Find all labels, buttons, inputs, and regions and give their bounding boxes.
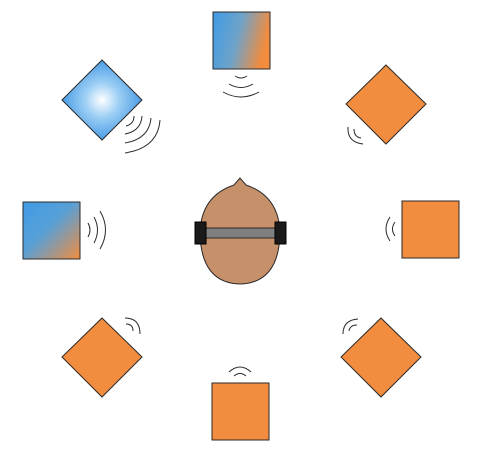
speaker-left	[22, 201, 106, 260]
sound-waves-top-left	[124, 115, 161, 154]
sound-waves-top	[222, 75, 260, 98]
speaker-right	[385, 200, 460, 259]
speaker-top-right	[345, 64, 427, 145]
headphone-right-earcup	[274, 221, 287, 245]
listener-head	[194, 177, 287, 285]
sound-waves-bottom-left	[124, 317, 141, 335]
sound-waves-bottom	[228, 366, 252, 377]
sound-waves-left	[87, 210, 106, 250]
speaker-top	[212, 11, 271, 98]
sound-waves-right	[385, 216, 396, 242]
headphone-band	[203, 227, 277, 239]
speaker-bottom-right	[340, 317, 422, 398]
sound-waves-bottom-right	[342, 318, 359, 335]
speaker-bottom	[211, 366, 270, 441]
sound-waves-top-right	[347, 126, 364, 145]
headphone-left-earcup	[194, 221, 207, 245]
speaker-top-left	[61, 59, 161, 154]
speaker-bottom-left	[61, 317, 143, 398]
